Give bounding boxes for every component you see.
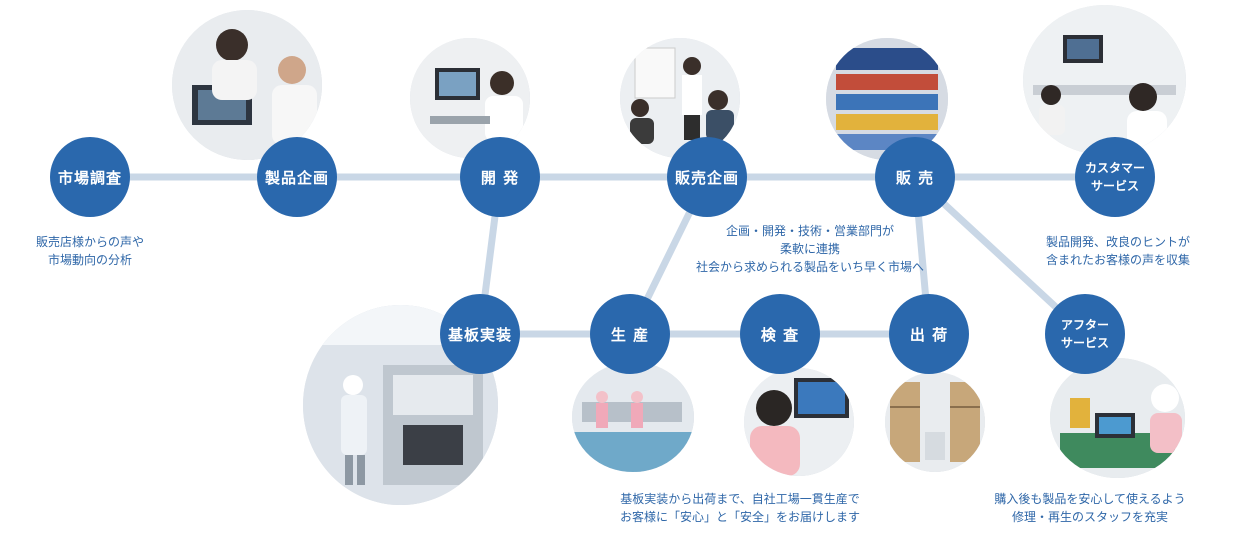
caption-market-research: 販売店様からの声や 市場動向の分析: [35, 235, 144, 267]
warehouse-photo: [885, 372, 985, 472]
node-market-research: 市場調査: [50, 137, 130, 217]
node-customer-service: カスタマー サービス: [1075, 137, 1155, 217]
node-after-service: アフター サービス: [1045, 294, 1125, 374]
node-development: 開 発: [460, 137, 540, 217]
node-sales: 販 売: [875, 137, 955, 217]
call-center-photo: [1023, 5, 1186, 155]
presentation-photo: [620, 38, 740, 158]
factory-floor-photo: [572, 362, 694, 472]
node-sales-planning: 販売企画: [667, 137, 747, 217]
repair-bench-photo: [1050, 358, 1185, 478]
node-shipping: 出 荷: [889, 294, 969, 374]
node-production: 生 産: [590, 294, 670, 374]
inspection-photo: [744, 368, 854, 476]
caption-sales-planning: 企画・開発・技術・営業部門が 柔軟に連携 社会から求められる製品をいち早く市場へ: [695, 224, 924, 274]
meeting-photo: [172, 10, 322, 160]
caption-customer-service: 製品開発、改良のヒントが 含まれたお客様の声を収集: [1045, 235, 1190, 267]
node-board-mounting: 基板実装: [440, 294, 520, 374]
node-inspection: 検 査: [740, 294, 820, 374]
caption-after-service: 購入後も製品を安心して使えるよう 修理・再生のスタッフを充実: [994, 492, 1186, 524]
node-product-planning: 製品企画: [257, 137, 337, 217]
caption-production: 基板実装から出荷まで、自社工場一貫生産で お客様に「安心」と「安全」をお届けしま…: [619, 492, 860, 524]
